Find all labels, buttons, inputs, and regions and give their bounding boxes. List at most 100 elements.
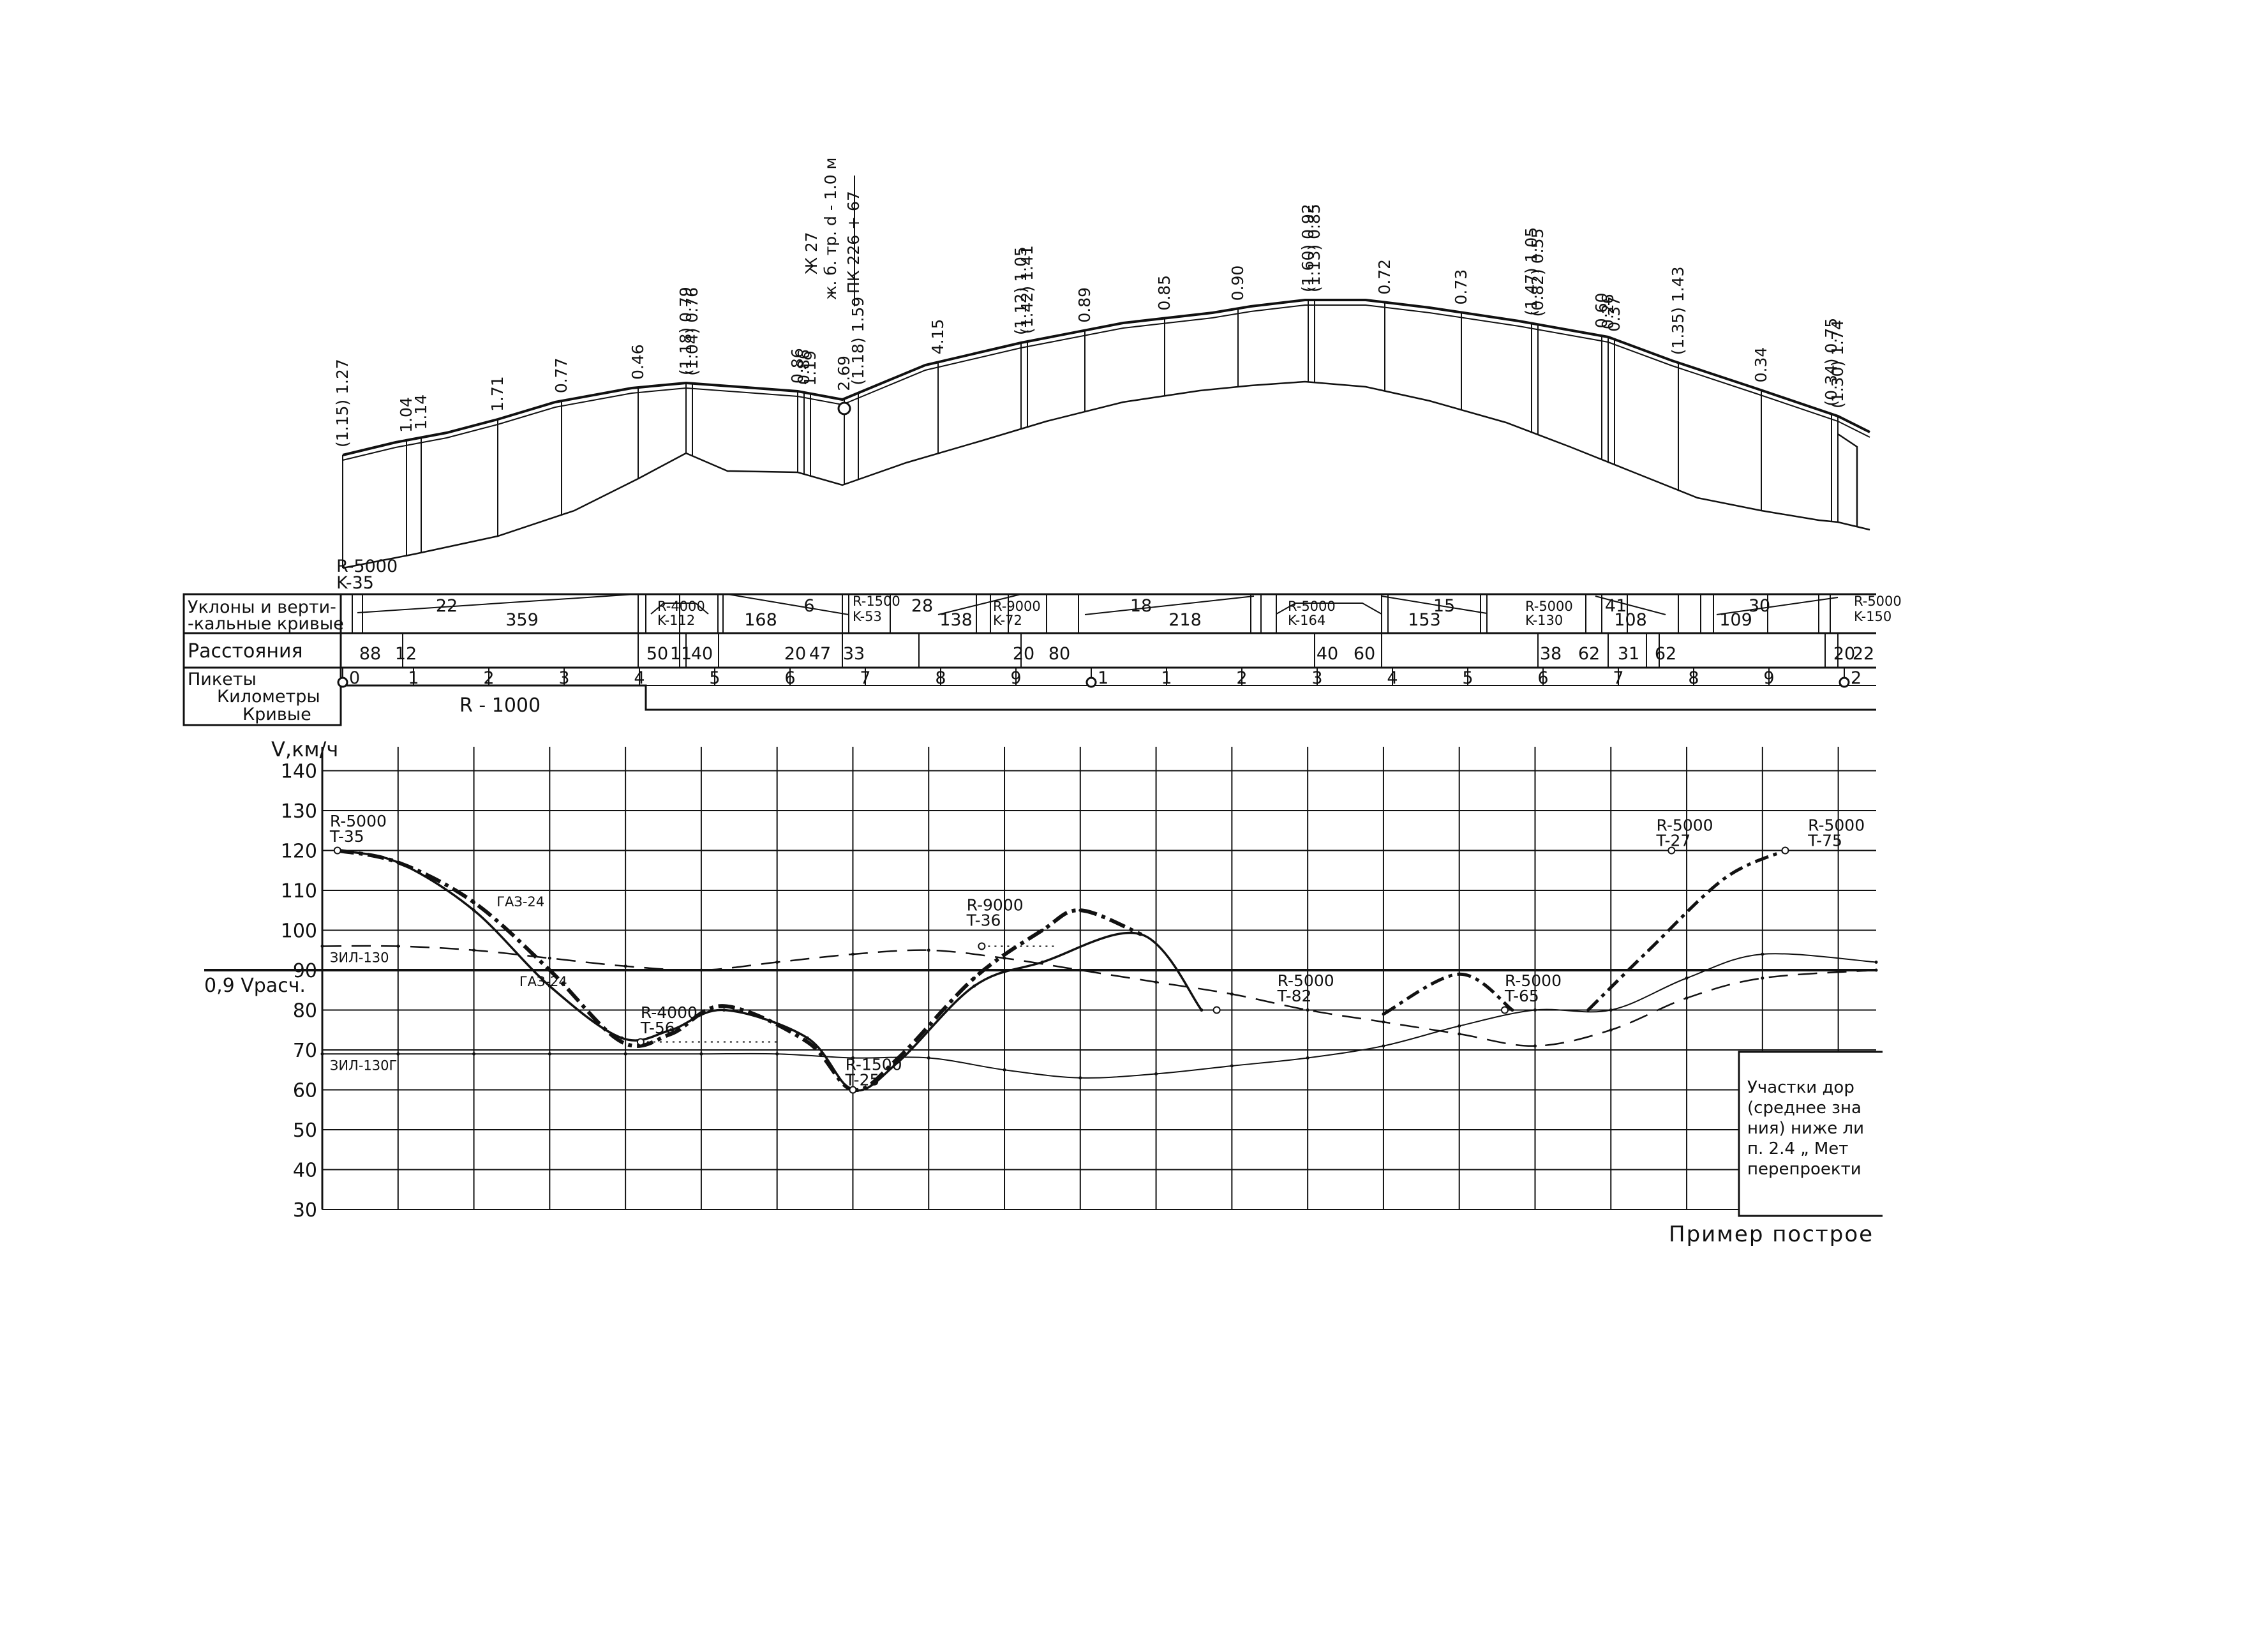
picket-label: 9 [1763,668,1774,688]
distance-value: 88 [359,644,381,664]
plan-curve-line [341,684,1876,711]
picket-label: 2 [483,668,494,688]
tangent-point [1667,846,1676,855]
curve-annotation: R-4000 [641,1003,698,1022]
grade-row-ticks [352,594,1831,633]
vertical-curve-label: K-130 [1525,613,1563,628]
series-point [669,1032,673,1036]
vertical-curve-label: R-5000 [1854,594,1902,609]
culvert-note-1: Ж 27 [802,232,821,274]
ordinate-label: 1.19 [801,350,819,386]
distance-value: 11 [670,644,692,664]
ordinate-label: 4.15 [929,319,947,355]
ordinate-label: (1.35) 1.43 [1669,267,1687,356]
curve-annotation: R-1500 [846,1055,902,1074]
ordinate-label: (1.18) 0.79 [676,287,695,375]
curve-annotation: T-36 [966,911,1001,929]
grade-value: 28 [911,596,933,616]
legend-note-line-1: Участки дор [1747,1078,1854,1097]
series-point [1154,980,1158,984]
vertical-curve-label: R-1500 [853,594,900,609]
series-point [897,1060,900,1064]
distance-value: 47 [809,644,831,664]
grade-value: 30 [1749,596,1770,616]
picket-label: 6 [784,668,795,688]
ordinate-label: 1.04 [397,397,415,433]
distance-value: 62 [1578,644,1600,664]
series-point [472,1052,476,1056]
curve-annotation: R-5000 [1278,971,1334,990]
distance-row-ticks [402,633,1839,668]
grade-triangles [357,594,1839,615]
curve-annotation: R-5000 [1808,816,1865,834]
series-point [722,1008,726,1012]
profile-right-edge [1837,433,1858,527]
legend-note-line-3: ния) ниже ли [1747,1119,1864,1138]
picket-label: 3 [1311,668,1322,688]
profile-band-table: R-5000 K-35 Уклоны и верти- -кальные кри… [183,557,1902,726]
ordinate-label: 1.71 [488,376,507,412]
design-grade-line [342,299,1870,456]
y-tick-label: 110 [281,880,317,902]
y-tick-label: 80 [293,1000,317,1022]
series-point [1382,1044,1385,1048]
vertical-curve-label: R-9000 [993,599,1041,614]
series-point [973,977,976,980]
ordinate-label: (0.34) 0.75 [1822,318,1840,407]
vertical-curve-label: K-53 [853,609,882,624]
grade-value: 15 [1433,596,1455,616]
distance-value: 60 [1354,644,1375,664]
series-label: ЗИЛ-130 [330,950,389,966]
series-point [1533,1044,1537,1048]
y-tick-label: 50 [293,1120,317,1142]
picket-label: 1 [1161,668,1172,688]
distance-value: 12 [395,644,417,664]
series-label: ГАЗ-24 [496,894,544,910]
ordinate-label: 0.46 [629,344,647,380]
picket-label: 5 [709,668,720,688]
top-curve-note-k: K-35 [336,573,374,593]
ordinate-label: 0.72 [1375,259,1394,295]
speed-chart-grid [321,747,1876,1210]
series-point [1722,876,1726,880]
ordinate-label: 0.90 [1228,266,1247,301]
series-point [1230,1064,1234,1068]
series-point [1154,1072,1158,1075]
tangent-point [1212,1006,1221,1014]
ordinate-label: (1.30) 1.74 [1828,320,1847,408]
kilometer-label: 1 [1098,668,1108,688]
grade-value: 153 [1408,610,1441,630]
ordinate-label: (1.12) 1.05 [1011,246,1030,335]
band-label-pickets: Пикеты [188,670,257,689]
grade-value: 108 [1614,610,1647,630]
grade-value: 6 [803,596,814,616]
series-point [1040,961,1044,964]
series-point [1609,1028,1613,1032]
grade-value: 109 [1719,610,1752,630]
series-point [1382,1020,1385,1024]
picket-label: 7 [860,668,870,688]
series-point [1003,956,1006,960]
series-label: ГАЗ-24 [519,974,567,989]
ordinate-label: 0.34 [1752,347,1770,383]
series-point [775,961,779,964]
series-point [396,945,400,948]
series-point [623,1052,627,1056]
series-point [320,945,324,948]
series-point [1761,977,1764,980]
band-label-pickets-box [183,666,342,726]
grade-value: 168 [744,610,777,630]
curve-annotations: R-5000T-35R-4000T-56R-1500T-25R-9000T-36… [329,812,1865,1089]
series-point [548,968,551,972]
grade-value: 218 [1168,610,1202,630]
series-point [851,1056,854,1060]
ordinate-label: 0.85 [1155,275,1174,311]
ordinate-label: (1.04) 0.76 [683,287,701,376]
ordinate-label: (1.15) 1.27 [333,359,352,447]
ordinate-label: 0.86 [788,348,807,384]
series-point [1230,992,1234,996]
tangent-point [1781,846,1789,855]
